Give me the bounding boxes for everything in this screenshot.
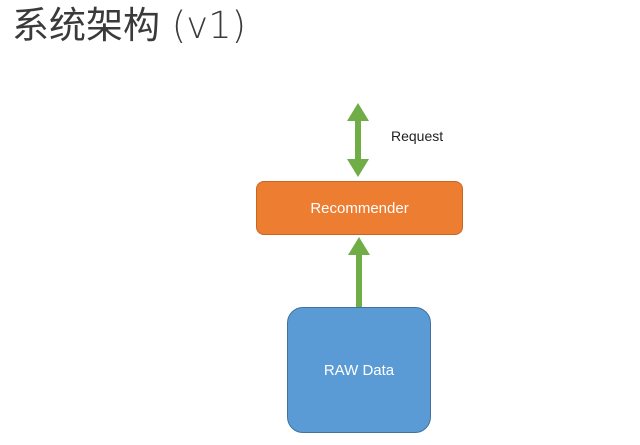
request-label: Request: [391, 128, 444, 144]
raw-data-node-label: RAW Data: [323, 361, 395, 379]
data-flow-arrow-shaft: [356, 253, 362, 307]
recommender-node: Recommender: [256, 181, 463, 235]
raw-data-node: RAW Data: [287, 307, 431, 433]
request-arrow-head-up: [347, 103, 369, 121]
data-flow-arrow-head: [348, 237, 370, 255]
recommender-node-label: Recommender: [310, 199, 409, 217]
request-arrow-head-down: [347, 159, 369, 177]
request-arrow-shaft: [355, 119, 361, 161]
slide-title: 系统架构 (v1): [12, 4, 247, 47]
data-flow-arrow: [348, 237, 370, 307]
request-arrow: [347, 103, 369, 177]
